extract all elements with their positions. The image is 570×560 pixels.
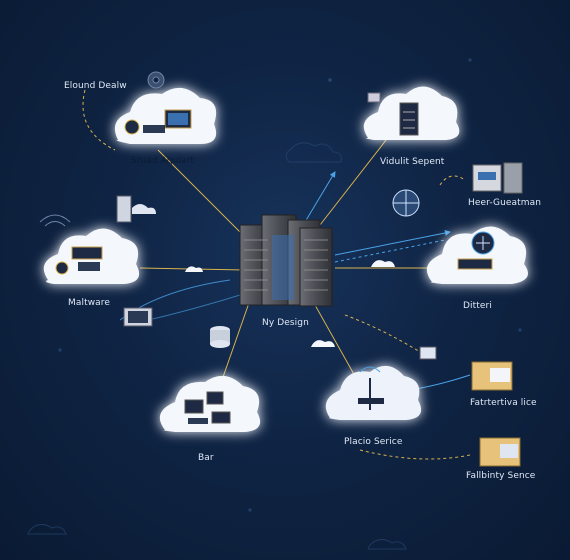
cloud-bottom-center	[325, 365, 422, 420]
top-left-caption: Elound Dealw	[64, 81, 127, 91]
top-right-node-label: Vidulit Sepent	[380, 157, 445, 167]
bottom-right-node-label: Fatrtertiva lice	[470, 398, 537, 408]
laptop-icon	[124, 109, 192, 135]
small-cloud-icons	[185, 260, 395, 347]
center-node-label: Ny Design	[262, 318, 309, 328]
wifi-cloud-icon	[39, 214, 71, 227]
top-left-node-label: Sruad Aquiart	[131, 156, 195, 166]
bottom-left-node-label: Bar	[198, 453, 214, 463]
laptop-small-icon	[123, 307, 153, 327]
server-box-icon	[116, 195, 156, 223]
router-icon	[457, 231, 495, 270]
globe-icon	[392, 189, 420, 217]
box-icon-upper	[471, 361, 513, 391]
devices-icon	[184, 391, 231, 424]
gear-icon	[147, 71, 165, 89]
box-icon-lower	[479, 437, 521, 467]
right-upper-node-label: Heer-Gueatman	[468, 198, 542, 208]
cloud-right	[426, 226, 528, 284]
network-device-icon	[55, 246, 103, 275]
server-rack-icon	[367, 92, 419, 136]
monitor-icon	[419, 346, 437, 360]
right-node-label: Ditteri	[463, 301, 492, 311]
antenna-icon	[358, 366, 384, 410]
database-icon	[210, 326, 230, 348]
far-bottom-right-node-label: Fallbinty Sence	[466, 471, 536, 481]
central-server-icon	[239, 214, 333, 307]
left-node-label: Maltware	[68, 298, 111, 308]
rack-unit-icon	[472, 162, 523, 194]
background-decoration	[27, 58, 522, 550]
bottom-center-node-label: Placio Serice	[344, 437, 403, 447]
